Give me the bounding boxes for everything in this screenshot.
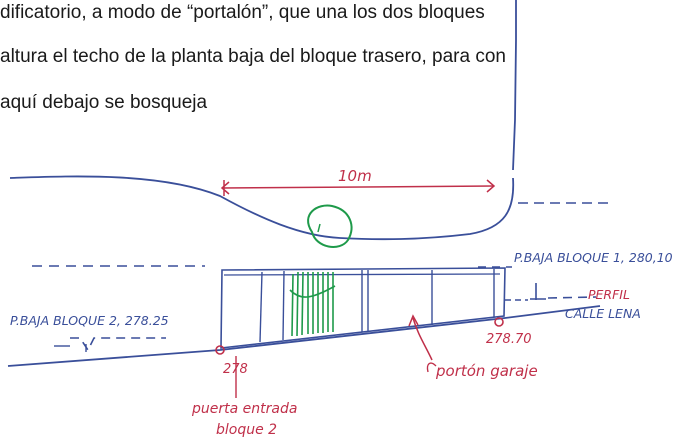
height-label-right: 278.70 [486, 332, 532, 347]
building-divider-2 [282, 270, 285, 341]
road-curve [9, 175, 515, 241]
green-hatch [289, 271, 336, 337]
street-profile-label-2: CALLE LENA [565, 306, 641, 321]
height-point-left [215, 345, 225, 355]
vertical-guide-line [512, 0, 517, 171]
left-level-marker [70, 337, 166, 352]
garage-door-label: portón garaje [435, 362, 538, 380]
height-point-right [494, 317, 504, 327]
height-label-left: 278 [223, 362, 248, 377]
dimension-tick-right [486, 179, 496, 193]
body-text-line-3: aquí debajo se bosqueja [0, 92, 208, 113]
building-divider-1 [259, 271, 263, 343]
body-text-line-1: dificatorio, a modo de “portalón”, que u… [0, 2, 485, 23]
dimension-label: 10m [338, 167, 372, 185]
body-text-line-2: altura el techo de la planta baja del bl… [0, 46, 506, 67]
entrance-label-1: puerta entrada [191, 401, 297, 417]
level-label-block2: P.BAJA BLOQUE 2, 278.25 [10, 313, 169, 328]
ground-line [7, 305, 601, 367]
dimension-arrow [221, 185, 495, 189]
dimension-tick-left [220, 180, 230, 196]
level-label-block1: P.BAJA BLOQUE 1, 280,10 [514, 250, 673, 265]
garage-arrow [412, 317, 433, 361]
tree-icon [307, 204, 353, 248]
street-profile-label-1: PERFIL [588, 287, 630, 302]
building-outline [220, 267, 506, 349]
entrance-label-2: bloque 2 [216, 422, 277, 438]
